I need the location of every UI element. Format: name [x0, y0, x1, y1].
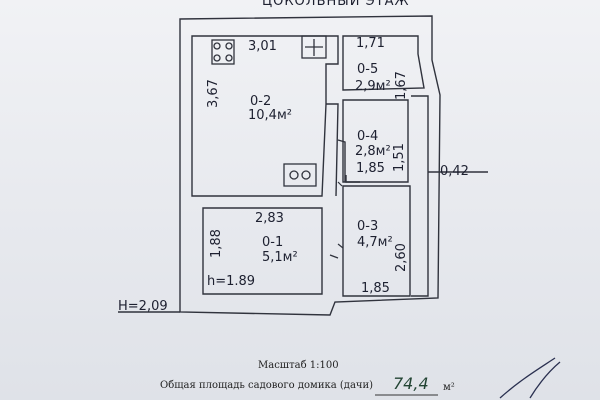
room-0-2-id: 0-2	[250, 94, 272, 109]
chimney-icon	[301, 35, 327, 59]
dim-height-04: 1,51	[392, 143, 407, 172]
room-0-5-id: 0-5	[357, 62, 379, 77]
room-0-3-area: 4,7м²	[357, 235, 393, 250]
dim-left-height-02: 3,67	[206, 79, 221, 108]
scale-label: Масштаб 1:100	[258, 360, 339, 371]
room-0-4-area: 2,8м²	[355, 144, 391, 159]
room-0-3-wall	[342, 185, 411, 297]
area-label: Общая площадь садового домика (дачи)	[160, 380, 374, 391]
ceiling-height-room: h=1.89	[207, 274, 256, 289]
room-0-1-wall	[202, 207, 323, 295]
cooktop-icon	[283, 163, 317, 187]
signature-stroke	[499, 357, 561, 399]
right-outer-wall	[411, 95, 429, 297]
room-0-4-wall	[342, 99, 409, 183]
room-0-1-id: 0-1	[262, 235, 284, 250]
room-0-5-area: 2,9м²	[355, 79, 391, 94]
stove-icon	[211, 39, 235, 65]
room-0-1-area: 5,1м²	[262, 250, 298, 265]
room-0-2-area: 10,4м²	[248, 108, 292, 123]
room-0-2-wall	[191, 35, 339, 197]
dim-top-left-width: 3,01	[248, 39, 277, 54]
room-0-4-id: 0-4	[357, 129, 379, 144]
floor-title: ЦОКОЛЬНЫЙ ЭТАЖ	[262, 0, 410, 9]
area-value: 74,4	[393, 374, 429, 393]
outer-wall	[179, 15, 441, 316]
dim-width-03-bottom: 1,85	[361, 281, 390, 296]
area-unit: м²	[443, 382, 455, 393]
dim-width-01: 2,83	[255, 211, 284, 226]
dim-height-01: 1,88	[209, 229, 224, 258]
dim-width-04: 1,85	[356, 161, 385, 176]
dim-height-03: 2,60	[394, 243, 409, 272]
room-0-5-wall	[342, 35, 425, 91]
total-height: H=2,09	[118, 299, 168, 314]
dim-top-right-width: 1,71	[356, 36, 385, 51]
dim-right-height-05: 1,67	[394, 71, 409, 100]
room-0-3-id: 0-3	[357, 219, 379, 234]
dim-outer-offset: 0,42	[440, 164, 469, 179]
